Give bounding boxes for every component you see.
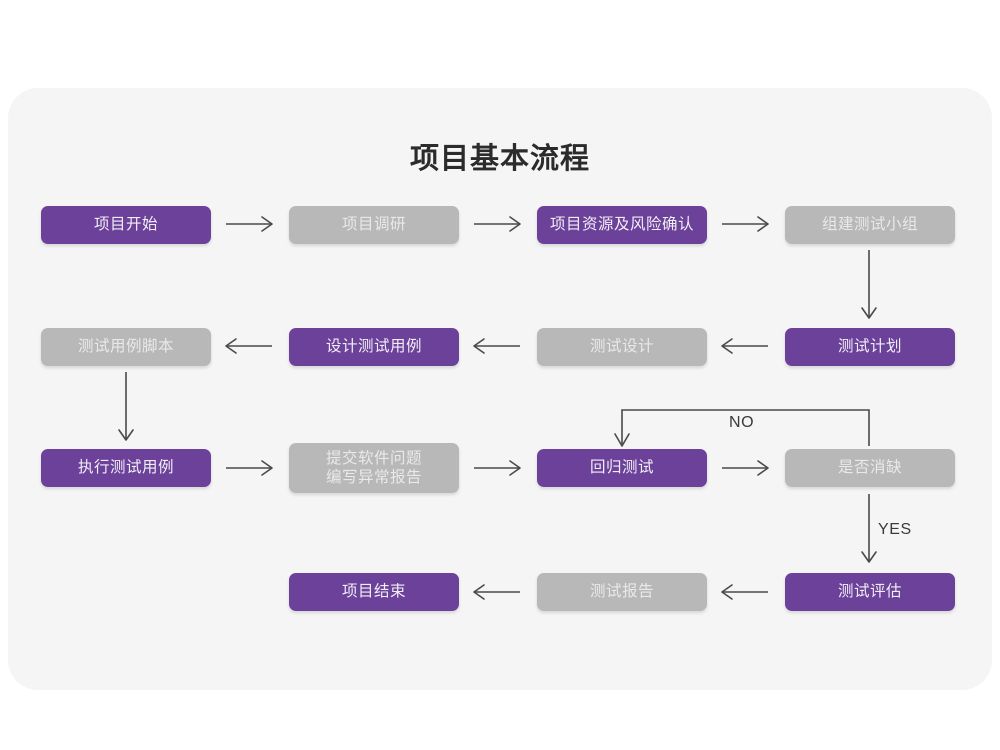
node-project-research[interactable]: 项目调研 xyxy=(289,206,459,244)
node-label: 组建测试小组 xyxy=(821,216,918,234)
node-execute-test-case[interactable]: 执行测试用例 xyxy=(41,449,211,487)
node-label: 提交软件问题 编写异常报告 xyxy=(325,449,422,486)
node-label: 回归测试 xyxy=(589,459,654,477)
node-submit-defect-report[interactable]: 提交软件问题 编写异常报告 xyxy=(289,443,459,493)
node-test-report[interactable]: 测试报告 xyxy=(537,573,707,611)
node-regression-test[interactable]: 回归测试 xyxy=(537,449,707,487)
node-label: 项目资源及风险确认 xyxy=(549,216,694,234)
node-test-plan[interactable]: 测试计划 xyxy=(785,328,955,366)
node-project-end[interactable]: 项目结束 xyxy=(289,573,459,611)
node-label: 项目开始 xyxy=(93,216,158,234)
edge-label-no: NO xyxy=(729,414,755,431)
node-build-test-team[interactable]: 组建测试小组 xyxy=(785,206,955,244)
node-label: 项目调研 xyxy=(341,216,406,234)
node-label: 测试评估 xyxy=(837,583,902,601)
node-label: 测试设计 xyxy=(589,338,654,356)
node-label: 测试用例脚本 xyxy=(77,338,174,356)
node-label: 是否消缺 xyxy=(837,459,902,477)
node-label: 测试报告 xyxy=(589,583,654,601)
node-test-design[interactable]: 测试设计 xyxy=(537,328,707,366)
node-test-evaluation[interactable]: 测试评估 xyxy=(785,573,955,611)
edge-label-yes: YES xyxy=(878,521,912,538)
node-design-test-case[interactable]: 设计测试用例 xyxy=(289,328,459,366)
page-title: 项目基本流程 xyxy=(409,143,590,175)
node-defect-cleared-decision[interactable]: 是否消缺 xyxy=(785,449,955,487)
node-project-start[interactable]: 项目开始 xyxy=(41,206,211,244)
node-resource-risk-confirm[interactable]: 项目资源及风险确认 xyxy=(537,206,707,244)
node-label: 设计测试用例 xyxy=(325,338,422,356)
node-label: 项目结束 xyxy=(341,583,406,601)
node-label: 测试计划 xyxy=(837,338,902,356)
node-label: 执行测试用例 xyxy=(77,459,174,477)
node-test-case-script[interactable]: 测试用例脚本 xyxy=(41,328,211,366)
